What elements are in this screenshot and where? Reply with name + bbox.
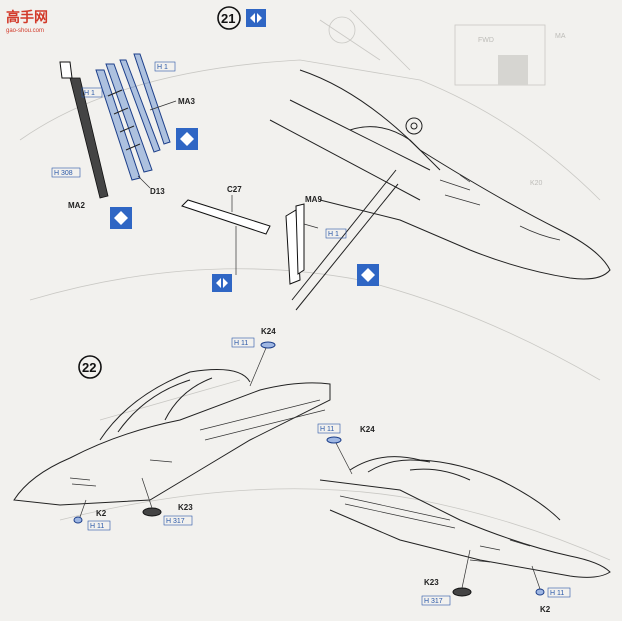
part-k23-right	[452, 587, 472, 597]
label-ma9: MA9	[305, 195, 322, 204]
aircraft-fuselage-step21	[269, 69, 611, 280]
color-ref-h1c: H 1	[325, 228, 347, 239]
part-k24-left	[260, 341, 276, 349]
aircraft-step22-left	[13, 369, 331, 506]
svg-text:H 1: H 1	[328, 231, 339, 238]
leader-k24-right	[335, 442, 353, 475]
label-ma2: MA2	[68, 201, 85, 210]
svg-text:H 1: H 1	[157, 64, 168, 71]
leader-k23-left	[141, 477, 153, 509]
leader-ma9	[303, 223, 319, 229]
color-ref-h11c: H 11	[317, 423, 341, 434]
label-c27: C27	[227, 185, 242, 194]
label-k24-left: K24	[261, 327, 276, 336]
diamond-icon	[176, 128, 198, 150]
leader-k24-left	[249, 347, 267, 387]
step-22: 22 K24 H 11 K23 H 317 K2 H 11	[13, 327, 611, 614]
ghost-step-circle	[328, 16, 356, 44]
ghost-fwd-text: FWD	[478, 37, 494, 44]
svg-text:H 11: H 11	[234, 340, 248, 347]
step-21: 21 MA3 MA2 D13 H 1 H 1	[51, 6, 611, 311]
label-k23-left: K23	[178, 503, 193, 512]
part-ma9	[285, 169, 399, 311]
diamond-icon	[110, 207, 132, 229]
label-ma3: MA3	[178, 97, 195, 106]
swap-arrows-icon	[246, 9, 266, 27]
ghost-k20-text: K20	[530, 180, 543, 187]
svg-text:H 11: H 11	[320, 426, 334, 433]
leader-k2-left	[79, 499, 87, 518]
diamond-icon	[357, 264, 379, 286]
color-ref-h11a: H 11	[231, 337, 255, 348]
color-ref-h308: H 308	[51, 167, 81, 178]
color-ref-h317b: H 317	[421, 595, 451, 606]
leader-k23-right	[461, 549, 471, 589]
aircraft-step22-right	[319, 456, 611, 578]
color-ref-h11d: H 11	[547, 587, 571, 598]
step-22-number: 22	[82, 360, 96, 375]
step-21-circle	[217, 6, 241, 30]
label-k23-right: K23	[424, 578, 439, 587]
swap-arrows-icon	[212, 274, 232, 292]
watermark-title: 高手网	[6, 9, 48, 25]
color-ref-h11b: H 11	[87, 520, 111, 531]
step-21-number: 21	[221, 11, 235, 26]
svg-text:H 317: H 317	[166, 518, 185, 525]
ghost-ma-text: MA	[555, 33, 566, 40]
label-k2-right: K2	[540, 605, 551, 614]
part-c27	[181, 199, 271, 275]
background-ghost-art: FWD MA K20	[19, 9, 611, 561]
label-d13: D13	[150, 187, 165, 196]
part-k23-left	[142, 507, 162, 517]
part-k2-right	[535, 588, 545, 596]
watermark: 高手网 gao-shou.com	[6, 9, 48, 34]
part-k2-left	[73, 516, 83, 524]
color-ref-h317a: H 317	[163, 515, 193, 526]
watermark-url: gao-shou.com	[6, 28, 44, 34]
part-ma2	[59, 61, 109, 199]
leader-ma3	[149, 100, 177, 111]
svg-text:H 11: H 11	[90, 523, 104, 530]
label-k24-right: K24	[360, 425, 375, 434]
part-ma3-ladder	[95, 53, 171, 181]
leader-d13	[137, 175, 151, 189]
part-k24-right	[326, 436, 342, 444]
svg-text:H 308: H 308	[54, 170, 73, 177]
color-ref-h1a: H 1	[154, 61, 176, 72]
color-ref-h1b: H 1	[81, 87, 103, 98]
ghost-grid	[498, 55, 528, 85]
label-k2-left: K2	[96, 509, 107, 518]
svg-text:H 1: H 1	[84, 90, 95, 97]
step-22-circle	[78, 355, 102, 379]
svg-text:H 11: H 11	[550, 590, 564, 597]
svg-text:H 317: H 317	[424, 598, 443, 605]
leader-k2-right	[531, 565, 541, 590]
